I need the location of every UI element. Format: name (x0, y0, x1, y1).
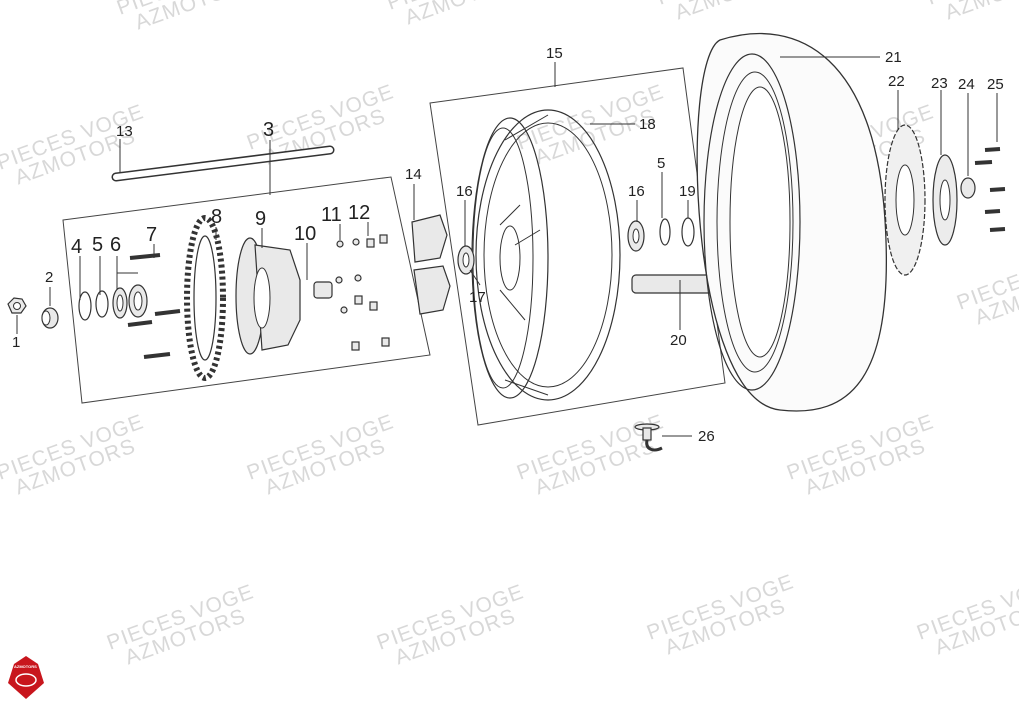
callout-17: 17 (469, 289, 486, 306)
callout-labels: 1 2 3 4 5 6 7 8 9 10 11 12 13 14 15 16 1… (12, 45, 1004, 445)
callout-3: 3 (263, 119, 274, 141)
logo-text: AZMOTORS (14, 664, 37, 669)
callout-5-left: 5 (92, 234, 103, 256)
callout-9: 9 (255, 208, 266, 230)
callout-10: 10 (294, 223, 316, 245)
watermark-text: PIECES VOGEAZMOTORS (104, 580, 264, 673)
callout-19: 19 (679, 183, 696, 200)
callout-1: 1 (12, 334, 20, 351)
collar-part (960, 177, 976, 199)
watermark-text: PIECES VOGEAZMOTORS (114, 0, 274, 38)
azmotors-logo: AZMOTORS (8, 656, 44, 699)
callout-6: 6 (110, 234, 121, 256)
cush-drive-dampers-part (411, 214, 451, 315)
sprocket-part (184, 215, 226, 381)
tire-part (696, 32, 887, 412)
axle-nut-part (7, 297, 27, 314)
sprocket-carrier-part (235, 237, 301, 355)
watermark-text: PIECES VOGEAZMOTORS (924, 0, 1019, 28)
carrier-pin-part (313, 281, 333, 299)
callout-23: 23 (931, 75, 948, 92)
callout-25: 25 (987, 76, 1004, 93)
watermark-text: PIECES VOGEAZMOTORS (384, 0, 544, 33)
watermark-text: PIECES VOGEAZMOTORS (914, 570, 1019, 663)
rim-assembly-panel (429, 67, 726, 426)
disc-carrier-part (932, 154, 958, 246)
callout-21: 21 (885, 49, 902, 66)
callout-26: 26 (698, 428, 715, 445)
watermark-text: PIECES VOGEAZMOTORS (244, 410, 404, 503)
callout-8: 8 (211, 206, 222, 228)
callout-15: 15 (546, 45, 563, 62)
brake-disc-part (884, 124, 926, 276)
callout-2: 2 (45, 269, 53, 286)
callout-22: 22 (888, 73, 905, 90)
callout-16-right: 16 (628, 183, 645, 200)
callout-11: 11 (321, 204, 342, 226)
callout-12: 12 (348, 202, 370, 224)
watermark-text: PIECES VOGEAZMOTORS (0, 410, 154, 503)
wheel-bearings-part (457, 217, 695, 275)
spacer-tube-part (631, 274, 718, 294)
watermark-text: PIECES VOGEAZMOTORS (654, 0, 814, 28)
sprocket-bolts-part (127, 253, 181, 359)
watermark-text: PIECES VOGEAZMOTORS (644, 570, 804, 663)
spacer-part (41, 307, 59, 329)
callout-20: 20 (670, 332, 687, 349)
callout-5-right: 5 (657, 155, 665, 172)
small-nuts-part (335, 234, 390, 351)
tire-valve-part (634, 423, 663, 452)
callout-16-left: 16 (456, 183, 473, 200)
leader-lines (16, 56, 998, 437)
callout-24: 24 (958, 76, 975, 93)
callout-18: 18 (639, 116, 656, 133)
watermark-text: PIECES VOGEAZMOTORS (954, 240, 1019, 333)
callout-4: 4 (71, 236, 82, 258)
watermark-text: PIECES VOGEAZMOTORS (784, 410, 944, 503)
watermark-text: PIECES VOGEAZMOTORS (374, 580, 534, 673)
shield-icon (8, 656, 44, 699)
seals-bearings-part (78, 284, 148, 321)
callout-13: 13 (116, 123, 133, 140)
callout-7: 7 (146, 224, 157, 246)
disc-bolts-part (974, 147, 1006, 232)
callout-14: 14 (405, 166, 422, 183)
axle-part (111, 145, 335, 182)
hub-assembly-panel (62, 176, 431, 404)
